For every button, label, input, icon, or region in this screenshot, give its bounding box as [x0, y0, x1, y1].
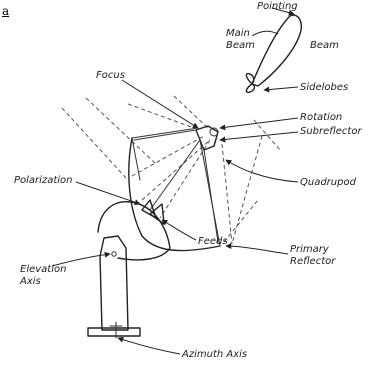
feeds-label: Feeds — [198, 236, 228, 247]
focus-label: Focus — [96, 70, 125, 81]
pointing-label: Pointing — [257, 1, 298, 12]
main-beam-arrow — [252, 31, 278, 36]
azimuth-axis-arrow — [118, 338, 180, 354]
quadrupod-arrow — [226, 160, 298, 182]
sidelobe-upper — [246, 74, 253, 84]
polarization-label: Polarization — [14, 175, 72, 186]
subreflector-arrow — [220, 132, 298, 140]
main-beam-lobe — [252, 15, 301, 86]
sidelobe-lower — [246, 84, 254, 92]
subreflector-label: Subreflector — [300, 126, 362, 137]
main-beam-label-1: Main — [226, 28, 250, 39]
beam-label: Beam — [310, 40, 339, 51]
signal-rays — [62, 96, 280, 244]
elevation-axis-label-2: Axis — [19, 276, 41, 287]
sidelobes-arrow — [264, 87, 298, 90]
main-beam-label-2: Beam — [226, 40, 255, 51]
primary-reflector-arrow — [226, 246, 288, 254]
primary-reflector-label-2: Reflector — [290, 256, 336, 267]
sidelobes-label: Sidelobes — [300, 82, 348, 93]
rotation-label: Rotation — [300, 112, 342, 123]
focus-arrow — [122, 80, 198, 128]
azimuth-axis-label: Azimuth Axis — [181, 349, 247, 360]
elevation-axis-label-1: Elevation — [20, 264, 66, 275]
subreflector — [196, 126, 218, 150]
primary-reflector-label-1: Primary — [290, 244, 330, 255]
quadrupod-label: Quadrupod — [300, 177, 357, 188]
pedestal — [88, 236, 140, 338]
elevation-axis-arrow — [52, 254, 110, 266]
elevation-mount — [98, 202, 170, 260]
